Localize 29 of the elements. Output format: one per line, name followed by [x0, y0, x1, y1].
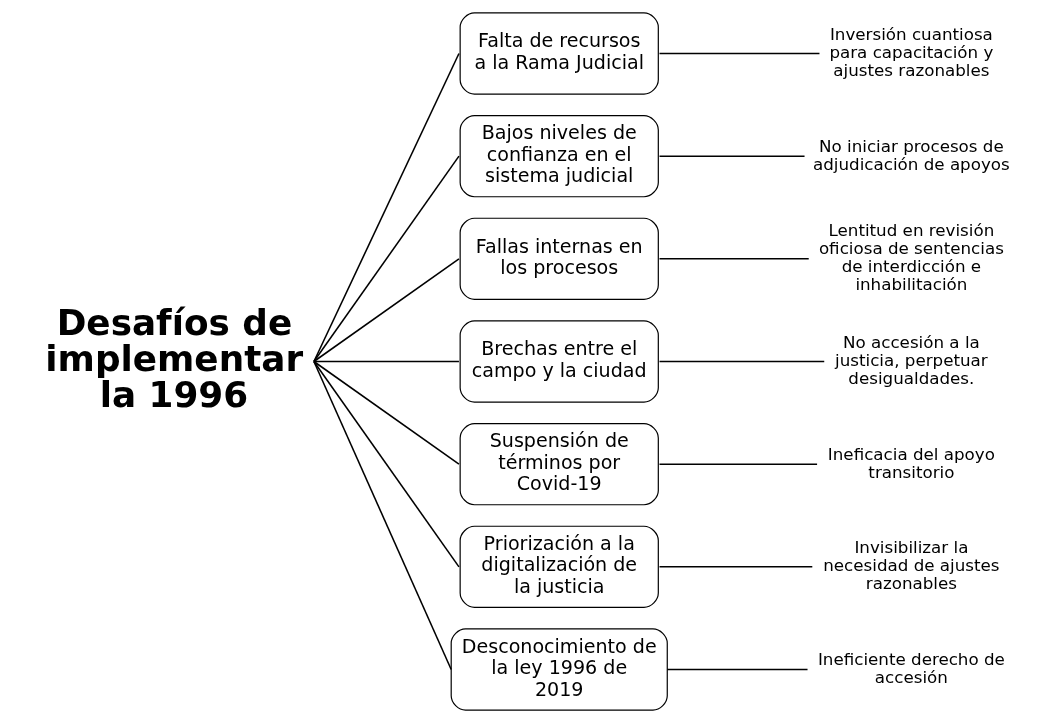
node-box: Bajos niveles de confianza en el sistema judicial	[459, 115, 659, 198]
node-text: Desafíos de implementar la 1996	[44, 302, 303, 415]
connector	[658, 52, 820, 55]
node-text: Ineficacia del apoyo transitorio	[827, 443, 995, 482]
connector	[658, 258, 809, 260]
node-text: Lentitud en revisión oficiosa de sentencias de interdicción e inhabilitación	[818, 220, 1004, 295]
node-text: Invisibilizar la necesidad de ajustes razonables	[822, 537, 1000, 594]
node-box: Desconocimiento de la ley 1996 de 2019	[450, 628, 668, 711]
connector	[312, 155, 460, 363]
connector	[658, 360, 825, 363]
connector	[658, 155, 805, 157]
node-text: Inversión cuantiosa para capacitación y ajustes razonables	[828, 24, 993, 80]
connector	[312, 360, 460, 363]
connector	[312, 52, 460, 363]
node-box: Priorización a la digitalización de la justicia	[459, 525, 659, 608]
connector	[312, 360, 460, 568]
connector	[312, 258, 460, 363]
node-box: Suspensión de términos por Covid-19	[459, 422, 659, 506]
node-text: No iniciar procesos de adjudicación de apoyos	[812, 135, 1010, 174]
connector	[666, 668, 808, 671]
connector	[312, 360, 452, 671]
node-box: Brechas entre el campo y la ciudad	[459, 320, 659, 403]
node-box: Falta de recursos a la Rama Judicial	[459, 12, 659, 95]
node-box: Fallas internas en los procesos	[459, 217, 659, 301]
connector	[312, 360, 460, 465]
node-text: No accesión a la justicia, perpetuar desigualdades.	[834, 332, 988, 388]
connector	[658, 566, 813, 568]
node-text: Ineficiente derecho de accesión	[817, 648, 1005, 687]
connector	[658, 463, 818, 465]
